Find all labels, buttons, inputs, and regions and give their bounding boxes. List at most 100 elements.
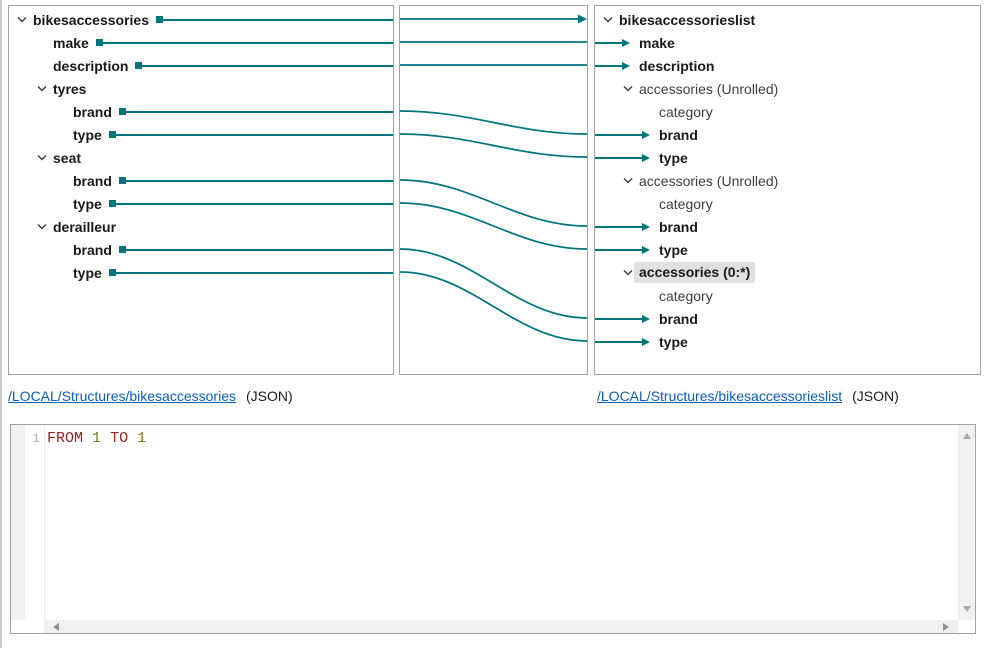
tree-node-label: type <box>73 195 102 212</box>
tree-node-label: type <box>73 126 102 143</box>
code-token-keyword: FROM <box>47 430 84 447</box>
chevron-down-icon[interactable] <box>35 82 49 96</box>
tree-node-type[interactable]: type <box>595 238 980 261</box>
mapping-anchor-line <box>118 108 393 115</box>
tree-node-description[interactable]: description <box>9 54 393 77</box>
chevron-down-icon[interactable] <box>621 82 635 96</box>
tree-node-brand[interactable]: brand <box>595 307 980 330</box>
tree-node-label: type <box>73 264 102 281</box>
scroll-down-icon[interactable] <box>962 606 971 612</box>
tree-node-description[interactable]: description <box>595 54 980 77</box>
target-format-label: (JSON) <box>852 388 899 404</box>
tree-node-make[interactable]: make <box>595 31 980 54</box>
anchor-square-icon <box>118 177 126 184</box>
anchor-square-icon <box>118 246 126 253</box>
tree-node-label: type <box>659 241 688 258</box>
target-structure-link[interactable]: /LOCAL/Structures/bikesaccessorieslist <box>597 388 843 404</box>
tree-node-label: make <box>53 34 89 51</box>
tree-node-accessories-0[interactable]: accessories (0:*) <box>595 261 980 284</box>
horizontal-scrollbar[interactable] <box>44 620 958 633</box>
tree-node-brand[interactable]: brand <box>9 100 393 123</box>
tree-node-type[interactable]: type <box>595 330 980 353</box>
mapping-canvas <box>400 14 587 342</box>
anchor-line <box>125 110 393 113</box>
anchor-square-icon <box>135 62 143 69</box>
source-structure-link-group: /LOCAL/Structures/bikesaccessories (JSON… <box>8 388 293 404</box>
tree-node-category[interactable]: category <box>595 100 980 123</box>
mapping-line[interactable] <box>400 202 587 250</box>
mapping-anchor-line <box>135 62 393 69</box>
tree-node-tyres[interactable]: tyres <box>9 77 393 100</box>
source-structure-link[interactable]: /LOCAL/Structures/bikesaccessories <box>8 388 236 404</box>
chevron-down-icon[interactable] <box>621 174 635 188</box>
mapping-arrow-icon <box>595 41 622 44</box>
mapping-line[interactable] <box>400 271 587 342</box>
tree-node-brand[interactable]: brand <box>595 123 980 146</box>
tree-node-label: type <box>659 149 688 166</box>
tree-node-label: description <box>639 57 715 74</box>
code-token-keyword: TO <box>110 430 129 447</box>
mapping-line[interactable] <box>400 110 587 135</box>
expression-editor[interactable]: 1 FROM 1 TO 1 <box>10 424 976 634</box>
anchor-square-icon <box>118 108 126 115</box>
chevron-down-icon[interactable] <box>35 151 49 165</box>
chevron-down-icon[interactable] <box>601 13 615 27</box>
scroll-left-icon[interactable] <box>53 622 59 631</box>
tree-node-type[interactable]: type <box>9 192 393 215</box>
tree-node-label: brand <box>659 218 698 235</box>
tree-node-accessories-unrolled[interactable]: accessories (Unrolled) <box>595 77 980 100</box>
mapping-arrow-icon <box>595 340 642 343</box>
tree-node-accessories-unrolled[interactable]: accessories (Unrolled) <box>595 169 980 192</box>
tree-node-type[interactable]: type <box>595 146 980 169</box>
mapping-panel <box>399 5 588 375</box>
anchor-line <box>125 248 393 251</box>
tree-node-brand[interactable]: brand <box>9 238 393 261</box>
mapping-anchor-line <box>108 131 393 138</box>
tree-node-derailleur[interactable]: derailleur <box>9 215 393 238</box>
tree-node-bikesaccessories[interactable]: bikesaccessories <box>9 8 393 31</box>
chevron-down-icon[interactable] <box>15 13 29 27</box>
tree-node-category[interactable]: category <box>595 192 980 215</box>
tree-node-label: category <box>659 195 713 212</box>
anchor-line <box>162 18 393 21</box>
tree-node-category[interactable]: category <box>595 284 980 307</box>
vertical-scrollbar[interactable] <box>958 425 975 620</box>
anchor-line <box>115 133 393 136</box>
tree-node-type[interactable]: type <box>9 261 393 284</box>
tree-node-label: accessories (Unrolled) <box>639 172 779 189</box>
tree-node-type[interactable]: type <box>9 123 393 146</box>
tree-node-brand[interactable]: brand <box>9 169 393 192</box>
tree-node-label: derailleur <box>53 218 117 235</box>
anchor-line <box>115 202 393 205</box>
mapping-line[interactable] <box>400 133 587 158</box>
tree-node-make[interactable]: make <box>9 31 393 54</box>
tree-node-bikesaccessorieslist[interactable]: bikesaccessorieslist <box>595 8 980 31</box>
source-format-label: (JSON) <box>245 388 293 404</box>
mapping-arrow-icon <box>595 64 622 67</box>
code-text <box>83 430 92 447</box>
structure-links-row: /LOCAL/Structures/bikesaccessories (JSON… <box>0 388 986 406</box>
mapping-line[interactable] <box>400 248 587 319</box>
tree-node-label: brand <box>73 103 112 120</box>
scroll-right-icon[interactable] <box>943 622 949 631</box>
code-token-number: 1 <box>92 430 102 447</box>
tree-node-label: brand <box>73 172 112 189</box>
tree-node-label: bikesaccessorieslist <box>619 11 756 28</box>
tree-node-label: tyres <box>53 80 87 97</box>
tree-node-brand[interactable]: brand <box>595 215 980 238</box>
tree-node-seat[interactable]: seat <box>9 146 393 169</box>
code-text <box>101 430 110 447</box>
chevron-down-icon[interactable] <box>621 266 635 280</box>
line-number: 1 <box>32 431 40 446</box>
code-area[interactable]: FROM 1 TO 1 <box>46 425 958 620</box>
mapping-line[interactable] <box>400 179 587 227</box>
anchor-square-icon <box>155 16 163 23</box>
chevron-down-icon[interactable] <box>35 220 49 234</box>
anchor-line <box>102 41 393 44</box>
scroll-up-icon[interactable] <box>962 433 971 439</box>
anchor-line <box>115 271 393 274</box>
tree-node-label: category <box>659 287 713 304</box>
mapping-anchor-line <box>118 177 393 184</box>
mapping-arrowhead-icon <box>578 14 587 24</box>
anchor-line <box>142 64 393 67</box>
